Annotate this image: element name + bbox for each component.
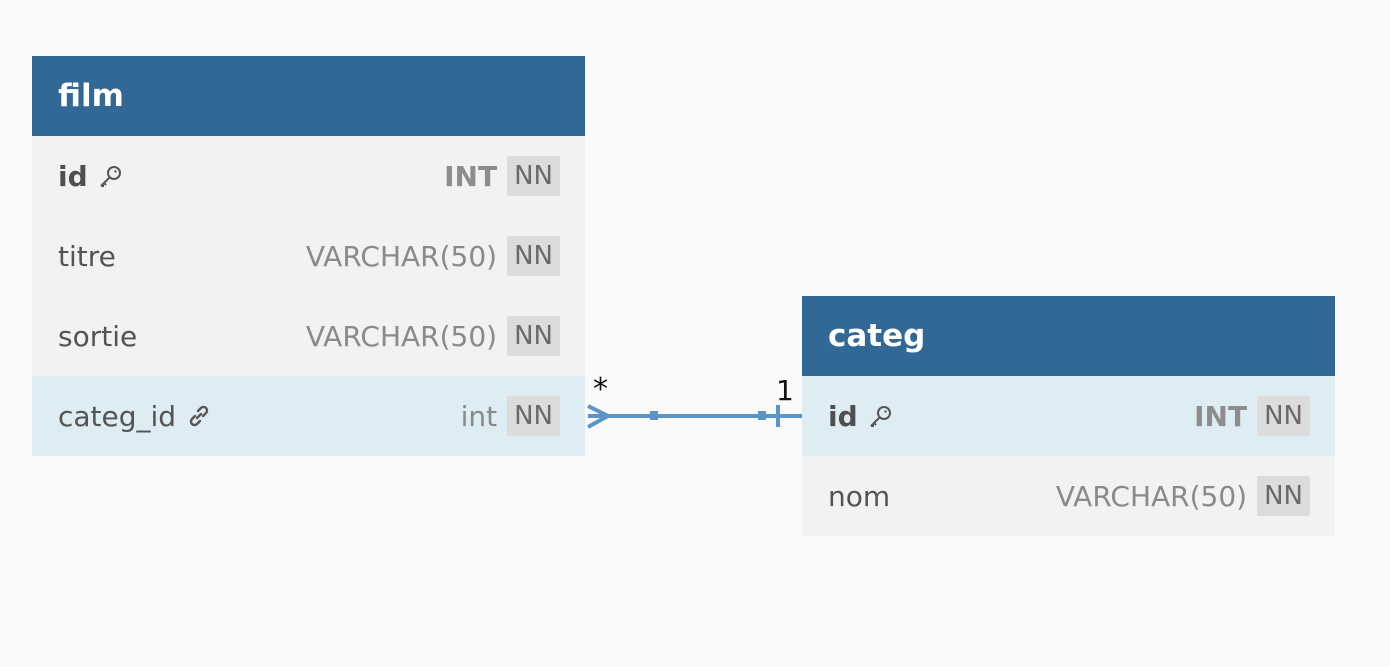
column-row-id[interactable]: id INT NN <box>802 376 1335 456</box>
column-name: id <box>828 400 894 433</box>
waypoint-handle[interactable] <box>650 411 658 420</box>
column-type: int <box>460 399 498 433</box>
not-null-badge: NN <box>507 396 560 436</box>
column-name: titre <box>58 239 116 273</box>
table-categ[interactable]: categ id INT NN nom VARCHAR(50) N <box>802 296 1335 536</box>
column-name: nom <box>828 479 891 513</box>
column-name: categ_id <box>58 400 212 433</box>
key-icon <box>868 403 894 429</box>
column-row-titre[interactable]: titre VARCHAR(50) NN <box>32 216 585 296</box>
column-row-nom[interactable]: nom VARCHAR(50) NN <box>802 456 1335 536</box>
column-row-categ-id[interactable]: categ_id int NN <box>32 376 585 456</box>
column-name: sortie <box>58 319 138 353</box>
column-type: INT <box>444 159 498 193</box>
table-header[interactable]: categ <box>802 296 1335 376</box>
column-name: id <box>58 160 124 193</box>
table-header[interactable]: film <box>32 56 585 136</box>
column-row-id[interactable]: id INT NN <box>32 136 585 216</box>
not-null-badge: NN <box>507 316 560 356</box>
not-null-badge: NN <box>507 156 560 196</box>
column-type: VARCHAR(50) <box>305 239 498 273</box>
table-film[interactable]: film id INT NN titre VARCHAR(50) <box>32 56 585 456</box>
cardinality-one-label: 1 <box>776 374 794 407</box>
table-title: film <box>58 78 124 114</box>
crowfoot-many-marker <box>587 404 613 429</box>
not-null-badge: NN <box>1257 396 1310 436</box>
link-icon <box>186 403 212 429</box>
cardinality-many-label: * <box>593 372 608 407</box>
table-title: categ <box>828 318 926 354</box>
waypoint-handle[interactable] <box>758 411 766 420</box>
column-type: INT <box>1194 399 1248 433</box>
column-type: VARCHAR(50) <box>305 319 498 353</box>
column-row-sortie[interactable]: sortie VARCHAR(50) NN <box>32 296 585 376</box>
not-null-badge: NN <box>507 236 560 276</box>
key-icon <box>98 163 124 189</box>
not-null-badge: NN <box>1257 476 1310 516</box>
column-type: VARCHAR(50) <box>1055 479 1248 513</box>
